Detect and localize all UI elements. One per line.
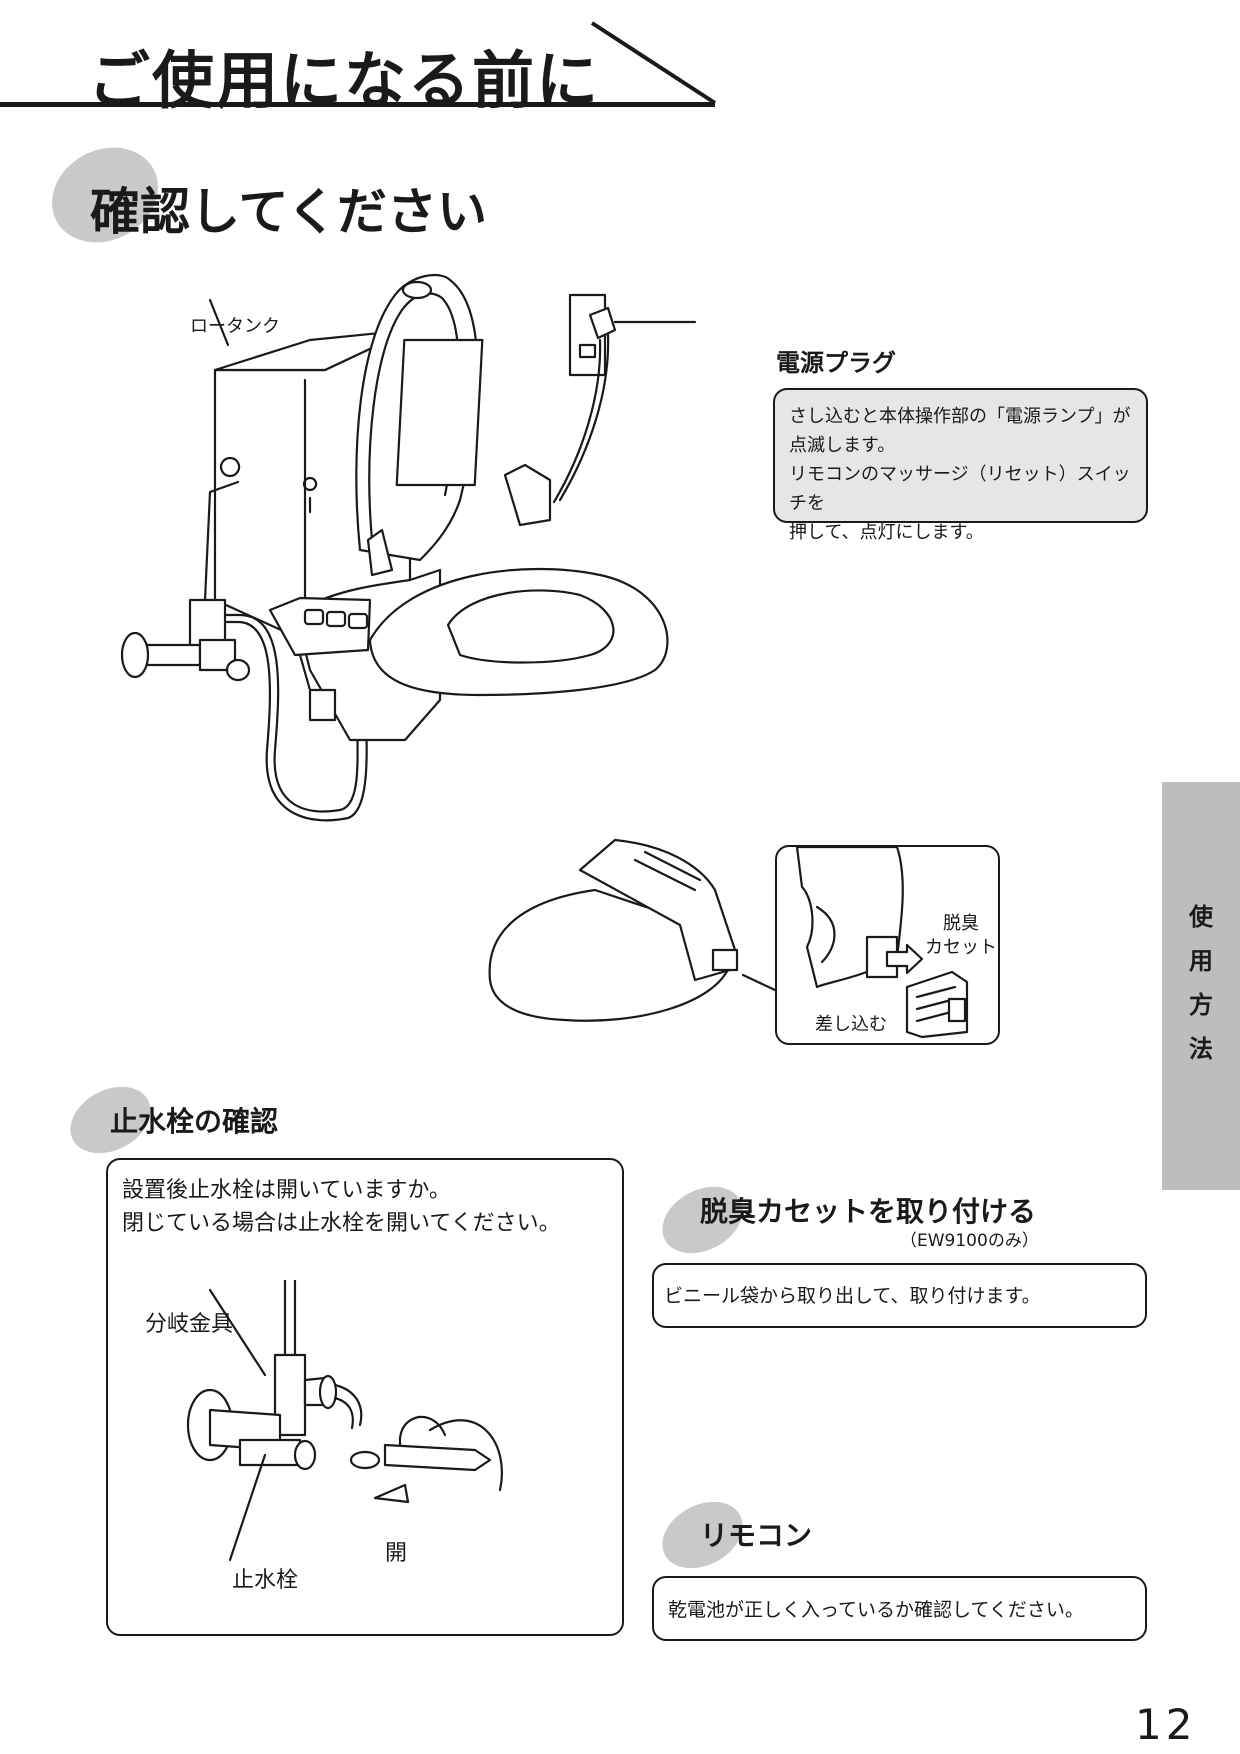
power-note-line-2: 点滅します。: [789, 435, 896, 456]
side-tab-label: 使 用 方 法: [1162, 895, 1240, 1071]
deodorizer-box: ビニール袋から取り出して、取り付けます。: [652, 1263, 1147, 1328]
section-title-valve: 止水栓の確認: [110, 1105, 279, 1138]
branch-fitting-label: 分岐金具: [145, 1312, 234, 1337]
cassette-label-line-1: 脱臭: [943, 913, 979, 934]
stop-valve-label: 止水栓: [232, 1568, 299, 1593]
valve-box: 設置後止水栓は開いていますか。 閉じている場合は止水栓を開いてください。: [106, 1158, 624, 1636]
side-tab-char: 用: [1189, 947, 1213, 975]
power-note-line-4: 押して、点灯にします。: [789, 522, 984, 543]
cassette-inset-illustration: [795, 847, 969, 1039]
model-note: （EW9100のみ）: [900, 1231, 1039, 1251]
cassette-label: 脱臭 カセット: [925, 912, 997, 960]
open-label: 開: [385, 1541, 408, 1566]
valve-text-line-2: 閉じている場合は止水栓を開いてください。: [122, 1211, 561, 1236]
power-note-line-1: さし込むと本体操作部の「電源ランプ」が: [789, 406, 1131, 427]
stop-valve-illustration: [186, 1280, 503, 1562]
seat-rear-illustration: [488, 838, 775, 1022]
page-number: 12: [1135, 1700, 1197, 1749]
insert-label: 差し込む: [815, 1014, 887, 1035]
toilet-seat-illustration: [120, 273, 697, 822]
remote-text: 乾電池が正しく入っているか確認してください。: [668, 1599, 1084, 1621]
section-title-deodorizer: 脱臭カセットを取り付ける: [700, 1195, 1037, 1228]
side-tab-char: 法: [1189, 1035, 1213, 1063]
valve-text-line-1: 設置後止水栓は開いていますか。: [122, 1178, 451, 1203]
section-title-confirm: 確認してください: [90, 183, 487, 241]
title-diagonal-stroke: [590, 21, 717, 105]
cassette-label-line-2: カセット: [925, 937, 997, 958]
remote-box: 乾電池が正しく入っているか確認してください。: [652, 1576, 1147, 1641]
section-title-remote: リモコン: [700, 1519, 813, 1552]
low-tank-label: ロータンク: [190, 316, 280, 337]
power-note-line-3: リモコンのマッサージ（リセット）スイッチを: [789, 464, 1131, 514]
power-plug-label: 電源プラグ: [776, 349, 896, 377]
power-plug-note: さし込むと本体操作部の「電源ランプ」が 点滅します。 リモコンのマッサージ（リセ…: [773, 388, 1148, 543]
side-tab-char: 使: [1189, 903, 1213, 931]
side-tab: [1162, 782, 1240, 1190]
title-underline: [0, 102, 715, 107]
side-tab-char: 方: [1189, 991, 1213, 1019]
deodorizer-text: ビニール袋から取り出して、取り付けます。: [664, 1285, 1041, 1307]
